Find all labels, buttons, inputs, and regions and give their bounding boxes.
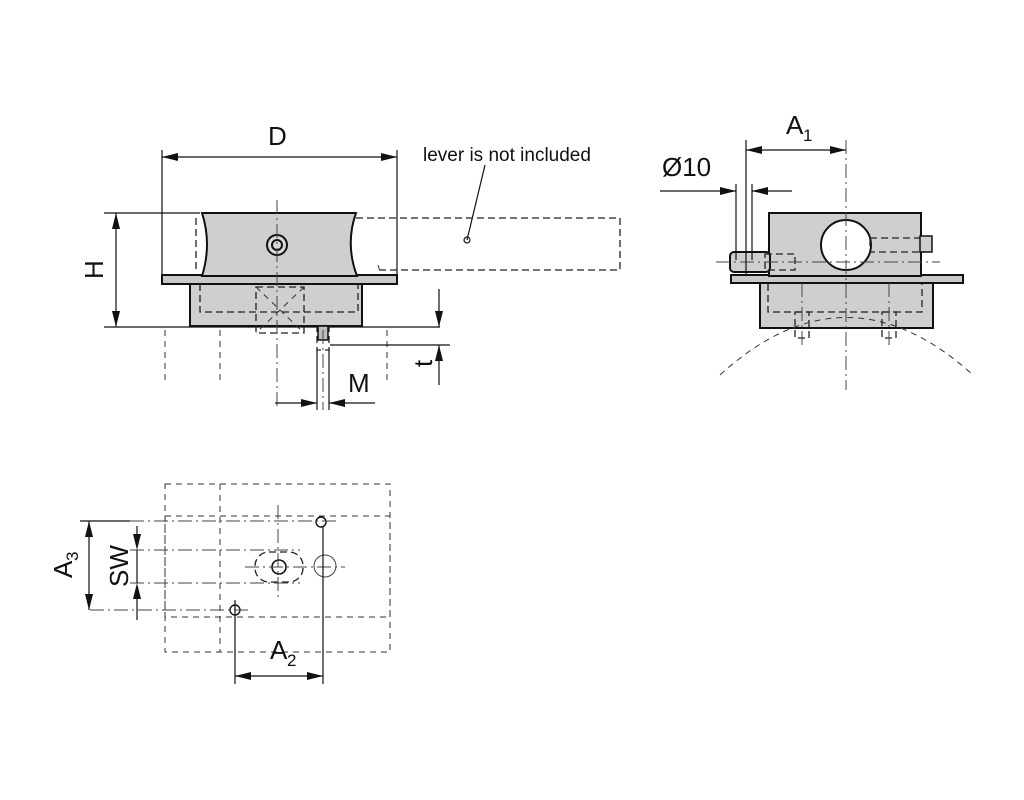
top-view: A 3 SW A 2 [48,483,391,684]
dim-label-A2: A [270,635,288,665]
svg-text:2: 2 [287,651,296,670]
dim-label-M: M [348,368,370,398]
svg-text:3: 3 [63,552,82,561]
dim-label-A3: A [48,560,78,578]
dim-label-A1: A [786,110,804,140]
side-mount-arc [719,317,974,376]
dim-label-dia10: Ø10 [662,152,711,182]
front-view: lever is not included D H t M [79,121,621,410]
dim-label-D: D [268,121,287,151]
lever-note: lever is not included [423,145,591,166]
dim-label-H: H [79,260,109,279]
top-hole-upper [315,516,327,528]
front-hidden-nut [255,286,305,334]
dim-label-SW: SW [104,545,134,587]
svg-text:1: 1 [803,126,812,145]
front-base-block [189,281,363,327]
phantom-lever [195,217,621,272]
dim-label-t: t [408,359,438,367]
side-view: A 1 Ø10 [660,110,974,390]
